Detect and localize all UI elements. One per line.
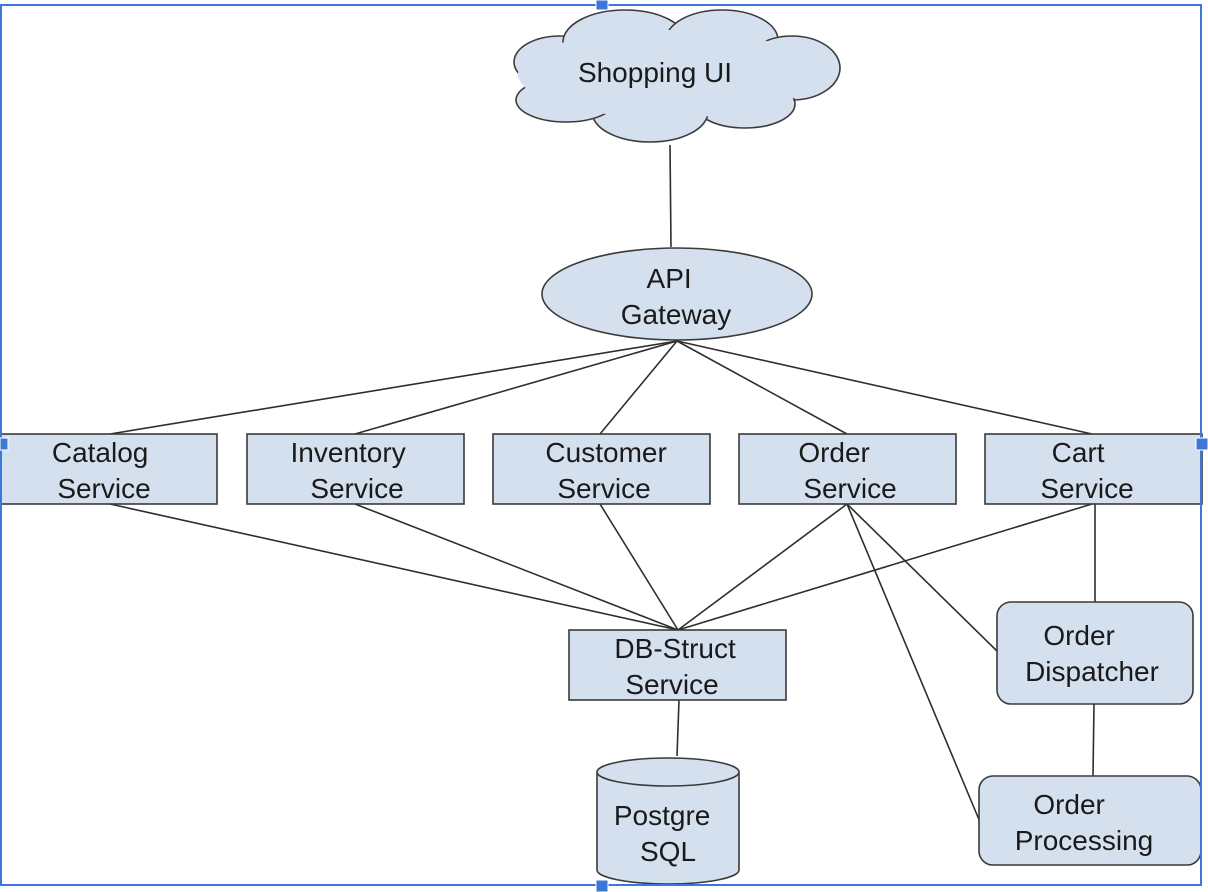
node-label-line: API bbox=[647, 263, 692, 294]
rectangle-shape bbox=[246, 433, 465, 505]
cylinder-top bbox=[596, 757, 740, 787]
node-label-line: SQL bbox=[640, 836, 696, 867]
node-label-line: Catalog bbox=[52, 437, 149, 468]
rectangle-shape bbox=[492, 433, 711, 505]
edge-api-gateway-to-customer-service bbox=[599, 340, 678, 435]
node-label-line: Service bbox=[310, 473, 403, 504]
edge-api-gateway-to-order-service bbox=[676, 340, 848, 435]
node-label-line: Gateway bbox=[621, 299, 732, 330]
node-label: DB-Struct Service bbox=[614, 633, 743, 700]
rounded-rectangle-shape bbox=[996, 601, 1194, 705]
resize-handle-bottom[interactable] bbox=[595, 879, 609, 892]
node-label: Cart Service bbox=[1040, 437, 1133, 504]
node-label: Postgre SQL bbox=[614, 800, 718, 867]
node-label-line: DB-Struct bbox=[614, 633, 736, 664]
rectangle-shape bbox=[738, 433, 957, 505]
node-label-line: Service bbox=[557, 473, 650, 504]
edge-inventory-service-to-db-struct-service bbox=[354, 503, 679, 631]
node-label: Order Dispatcher bbox=[1025, 620, 1159, 687]
edge-cart-service-to-db-struct-service bbox=[677, 503, 1093, 631]
node-label-line: Service bbox=[57, 473, 150, 504]
node-label: Inventory Service bbox=[291, 437, 414, 504]
shopping-ui-node[interactable]: Shopping UI bbox=[513, 9, 841, 143]
cart-service-node[interactable]: Cart Service bbox=[984, 433, 1203, 505]
resize-handle-right[interactable] bbox=[1195, 437, 1208, 451]
node-label: Order Processing bbox=[1015, 789, 1154, 856]
node-label-line: Service bbox=[1040, 473, 1133, 504]
node-label: Shopping UI bbox=[578, 57, 732, 88]
node-label: API Gateway bbox=[621, 263, 732, 330]
rectangle-shape bbox=[568, 629, 787, 701]
cloud-core bbox=[518, 30, 818, 118]
edge-api-gateway-to-cart-service bbox=[676, 340, 1093, 435]
order-processing-node[interactable]: Order Processing bbox=[978, 775, 1202, 866]
edge-shopping-ui-to-api-gateway bbox=[669, 144, 672, 248]
edge-order-service-to-order-processing bbox=[846, 503, 981, 823]
edge-customer-service-to-db-struct-service bbox=[599, 503, 679, 631]
inventory-service-node[interactable]: Inventory Service bbox=[246, 433, 465, 505]
edge-order-dispatcher-to-order-processing bbox=[1092, 703, 1095, 777]
catalog-service-node[interactable]: Catalog Service bbox=[0, 433, 218, 505]
edge-order-service-to-order-dispatcher bbox=[846, 503, 999, 653]
ellipse-shape bbox=[541, 247, 813, 341]
edge-api-gateway-to-catalog-service bbox=[109, 340, 678, 435]
postgre-sql-node[interactable]: Postgre SQL bbox=[596, 757, 740, 885]
resize-handle-left[interactable] bbox=[0, 437, 9, 451]
node-label-line: Order bbox=[798, 437, 870, 468]
node-label-line: Postgre bbox=[614, 800, 711, 831]
order-service-node[interactable]: Order Service bbox=[738, 433, 957, 505]
node-label: Catalog Service bbox=[52, 437, 156, 504]
rectangle-shape bbox=[0, 433, 218, 505]
rectangle-shape bbox=[984, 433, 1203, 505]
node-label-line: Service bbox=[625, 669, 718, 700]
node-label-line: Customer bbox=[545, 437, 666, 468]
node-label-line: Service bbox=[803, 473, 896, 504]
db-struct-service-node[interactable]: DB-Struct Service bbox=[568, 629, 787, 701]
node-label-line: Cart bbox=[1052, 437, 1105, 468]
node-label-line: Order bbox=[1043, 620, 1115, 651]
edge-api-gateway-to-inventory-service bbox=[354, 340, 678, 435]
node-label-line: Inventory bbox=[291, 437, 406, 468]
node-label-line: Shopping UI bbox=[578, 57, 732, 88]
edge-order-service-to-db-struct-service bbox=[677, 503, 848, 631]
api-gateway-node[interactable]: API Gateway bbox=[541, 247, 813, 341]
edge-catalog-service-to-db-struct-service bbox=[109, 503, 679, 631]
customer-service-node[interactable]: Customer Service bbox=[492, 433, 711, 505]
edge-db-struct-service-to-postgre-sql bbox=[676, 699, 680, 757]
node-label: Customer Service bbox=[545, 437, 674, 504]
connector-layer bbox=[109, 144, 1096, 823]
node-label: Order Service bbox=[798, 437, 896, 504]
order-dispatcher-node[interactable]: Order Dispatcher bbox=[996, 601, 1194, 705]
node-label-line: Dispatcher bbox=[1025, 656, 1159, 687]
resize-handle-top[interactable] bbox=[595, 0, 609, 11]
node-label-line: Order bbox=[1033, 789, 1105, 820]
node-label-line: Processing bbox=[1015, 825, 1154, 856]
